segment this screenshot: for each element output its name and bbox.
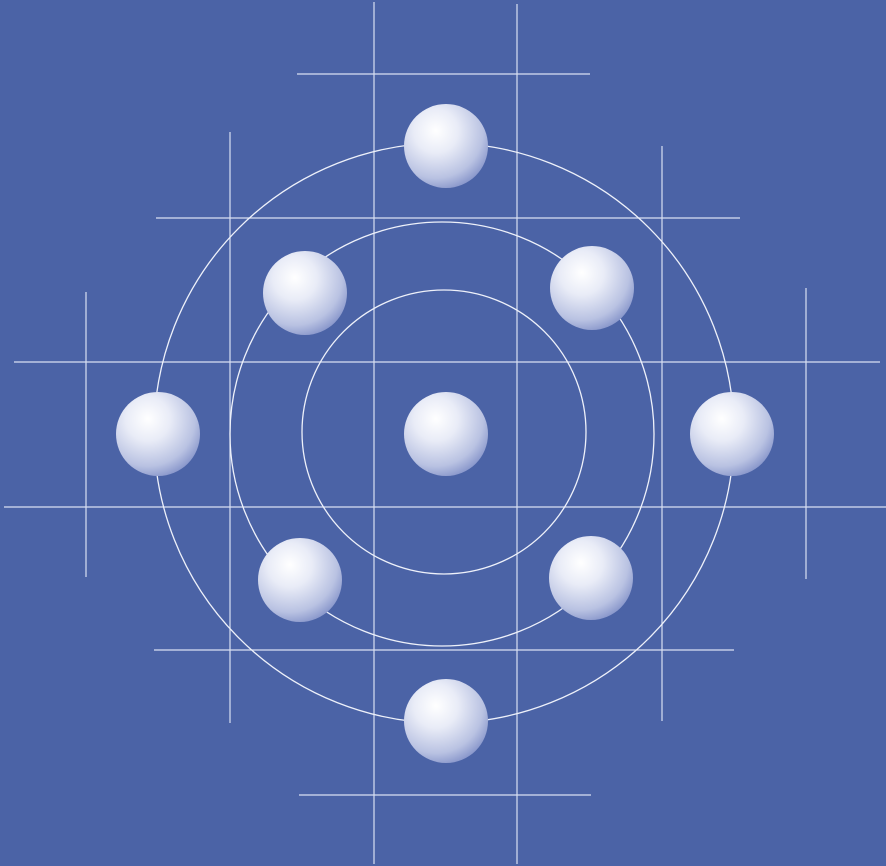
sphere-upper-right	[550, 246, 634, 330]
sphere-top	[404, 104, 488, 188]
sphere-upper-left	[263, 251, 347, 335]
sphere-lower-right	[549, 536, 633, 620]
sphere-lower-left	[258, 538, 342, 622]
sphere-right	[690, 392, 774, 476]
sphere-bottom	[404, 679, 488, 763]
center-sphere	[404, 392, 488, 476]
sphere-left	[116, 392, 200, 476]
